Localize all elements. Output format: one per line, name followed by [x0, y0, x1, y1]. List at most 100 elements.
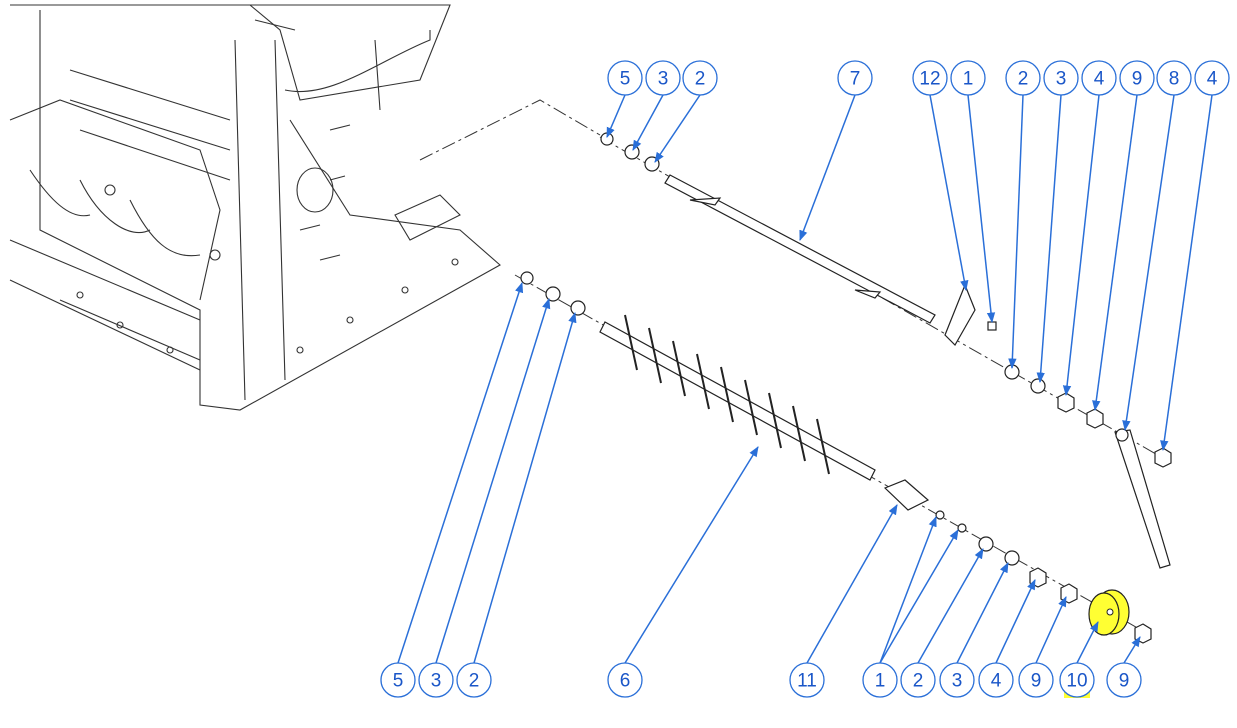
leader-line	[1035, 596, 1067, 664]
callout-number: 3	[952, 671, 963, 692]
callout-circle	[939, 662, 975, 698]
agitator-tine	[768, 392, 782, 449]
callout-number: 9	[1119, 671, 1130, 692]
leader-line	[1122, 94, 1175, 432]
washer-part-3-bottom	[545, 286, 561, 302]
callout-bottom: 4	[978, 662, 1014, 698]
callout-top: 8	[1156, 60, 1192, 96]
callout-number: 12	[919, 69, 940, 90]
callout-number: 3	[658, 69, 669, 90]
washer-part-3-lower	[1004, 550, 1020, 566]
callout-number: 7	[850, 69, 861, 90]
callout-circle	[1119, 60, 1155, 96]
callout-top: 3	[645, 60, 681, 96]
callout-circle	[456, 662, 492, 698]
callout-top: 7	[837, 60, 873, 96]
callout-circle	[645, 60, 681, 96]
callout-bottom: 2	[900, 662, 936, 698]
callout-bottom: 3	[418, 662, 454, 698]
callout-circle	[978, 662, 1014, 698]
nut-part-9-lower	[1060, 583, 1078, 604]
shaft-part-7	[664, 174, 936, 324]
leader-line	[1076, 621, 1099, 664]
callout-bottom: 9	[1018, 662, 1054, 698]
agitator-shaft-part-6	[599, 321, 876, 481]
callout-circle	[1005, 60, 1041, 96]
callout-circle	[1018, 662, 1054, 698]
bracket-part-12	[944, 283, 976, 346]
callout-bottom: 11	[789, 662, 825, 698]
bolt-part-1-b	[957, 523, 967, 533]
callout-bottom: 1	[862, 662, 898, 698]
callout-circle	[950, 60, 986, 96]
callout-number: 5	[620, 69, 631, 90]
callout-number: 4	[991, 671, 1002, 692]
callout-circle	[837, 60, 873, 96]
agitator-tine	[648, 327, 662, 384]
leader-line	[1036, 94, 1062, 384]
callout-number: 5	[393, 671, 404, 692]
leader-line	[397, 282, 524, 664]
callout-bottom: 10	[1059, 662, 1095, 698]
washer-part-3-top	[624, 144, 640, 160]
callout-top: 4	[1081, 60, 1117, 96]
agitator-tine	[696, 353, 710, 410]
callout-top: 3	[1043, 60, 1079, 96]
callout-number: 1	[875, 671, 886, 692]
leader-line	[606, 94, 626, 138]
callout-top: 9	[1119, 60, 1155, 96]
callout-circle	[900, 662, 936, 698]
bearing-plate-part-11	[883, 479, 930, 511]
agitator-tine	[624, 314, 638, 371]
callout-number: 1	[963, 69, 974, 90]
leader-line	[806, 504, 898, 664]
callout-circle	[380, 662, 416, 698]
lower-shaft-assembly	[514, 271, 1152, 644]
bushing-part-2-bottom	[570, 300, 586, 316]
nut-part-4-upper	[1057, 392, 1075, 413]
leader-line	[1008, 94, 1024, 370]
leader-line	[654, 94, 701, 163]
callout-bottom: 3	[939, 662, 975, 698]
leader-line	[632, 94, 664, 151]
callout-circle	[607, 60, 643, 96]
callout-top: 2	[682, 60, 718, 96]
leader-line	[995, 579, 1036, 664]
callout-number: 2	[695, 69, 706, 90]
callout-circle	[682, 60, 718, 96]
callout-bottom: 6	[607, 662, 643, 698]
callout-number: 10	[1066, 671, 1087, 692]
bolt-part-1-top	[987, 321, 997, 331]
callout-number: 4	[1207, 69, 1218, 90]
callout-bottom: 2	[456, 662, 492, 698]
agitator-tines	[624, 314, 830, 475]
callout-bottom: 5	[380, 662, 416, 698]
callout-number: 8	[1169, 69, 1180, 90]
leader-line	[917, 548, 984, 664]
nut-part-4-end	[1154, 447, 1172, 468]
callout-number: 3	[1056, 69, 1067, 90]
machine-frame	[9, 4, 601, 411]
nut-part-9-upper	[1086, 408, 1104, 429]
callout-circle	[1043, 60, 1079, 96]
agitator-tine	[720, 366, 734, 423]
callout-number: 6	[620, 671, 631, 692]
callout-bottom: 9	[1106, 662, 1142, 698]
callout-number: 9	[1132, 69, 1143, 90]
callout-number: 2	[469, 671, 480, 692]
callout-circle	[1059, 662, 1095, 698]
leader-line	[1092, 94, 1138, 412]
leader-line	[879, 516, 937, 664]
bushing-part-2-lower	[978, 536, 994, 552]
leader-line	[799, 94, 856, 241]
callout-top: 5	[607, 60, 643, 96]
callout-circle	[418, 662, 454, 698]
callout-top: 4	[1194, 60, 1230, 96]
leader-line	[1062, 94, 1100, 397]
leader-line	[1160, 94, 1213, 452]
callout-circle	[862, 662, 898, 698]
nut-part-5-bottom	[520, 271, 534, 285]
callout-circle	[607, 662, 643, 698]
